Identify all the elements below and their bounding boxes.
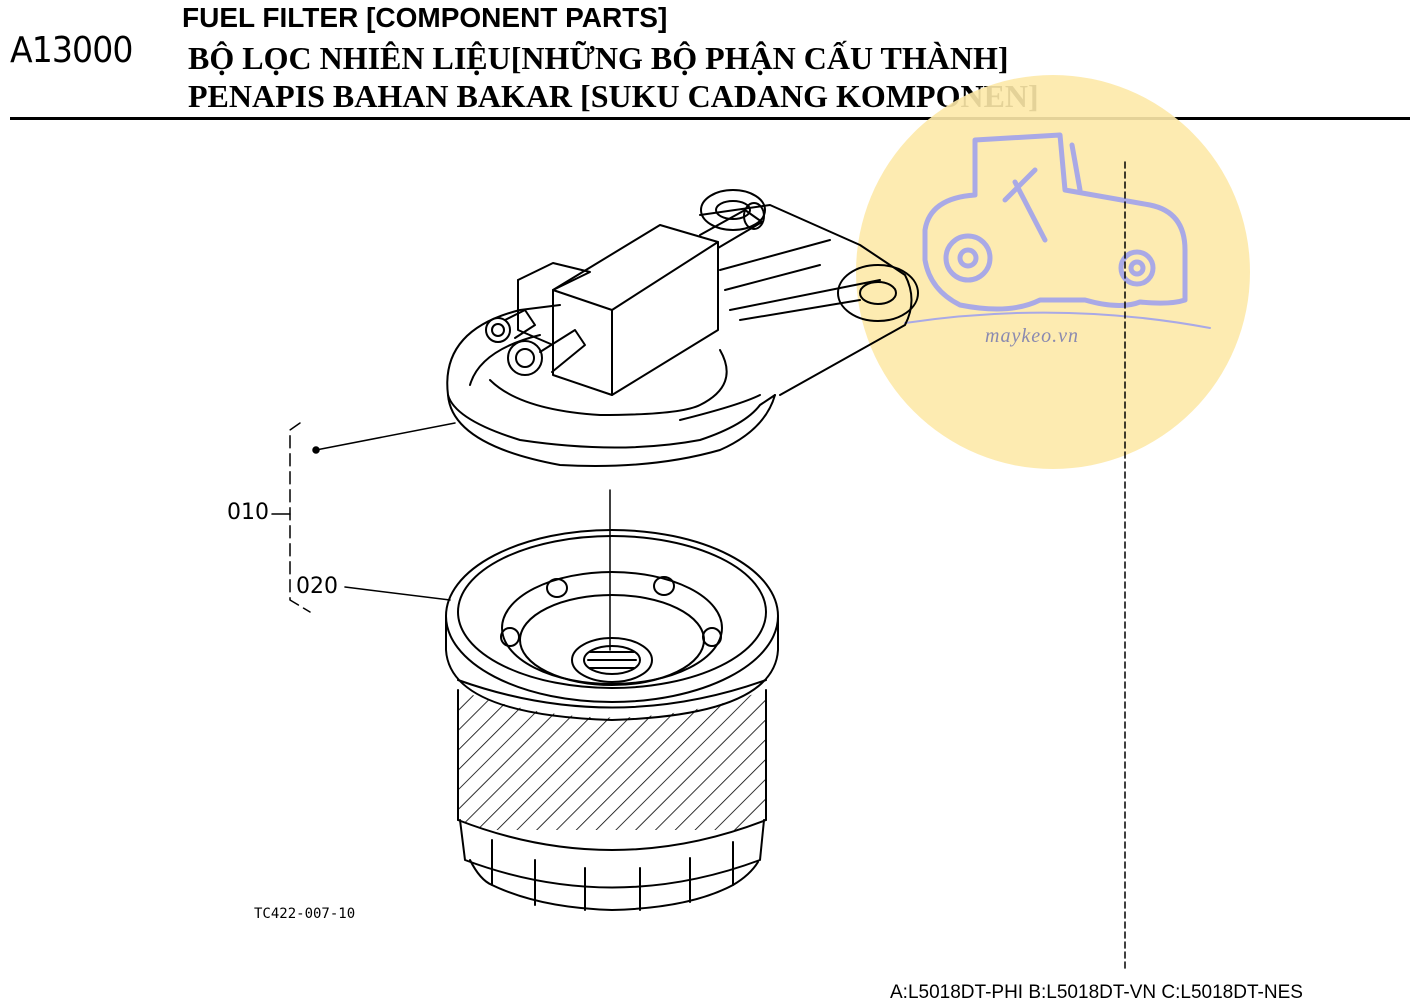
header-divider	[10, 117, 1410, 120]
filter-cartridge	[445, 529, 779, 911]
callout-leaders	[271, 422, 456, 613]
figure-code: TC422-007-10	[254, 906, 356, 922]
callout-010: 010	[227, 500, 269, 525]
title-vietnamese: BỘ LỌC NHIÊN LIỆU[NHỮNG BỘ PHẬN CẤU THÀN…	[188, 40, 1009, 76]
title-english: FUEL FILTER [COMPONENT PARTS]	[182, 2, 668, 33]
title-malay: PENAPIS BAHAN BAKAR [SUKU CADANG KOMPONE…	[188, 78, 1039, 114]
watermark-logo	[856, 75, 1250, 469]
tractor-icon	[904, 132, 1211, 329]
section-code: A13000	[10, 30, 133, 71]
callout-020: 020	[296, 574, 338, 599]
filter-head	[446, 189, 919, 467]
watermark-text: maykeo.vn	[985, 325, 1079, 347]
model-codes: A:L5018DT-PHI B:L5018DT-VN C:L5018DT-NES	[890, 982, 1303, 1003]
